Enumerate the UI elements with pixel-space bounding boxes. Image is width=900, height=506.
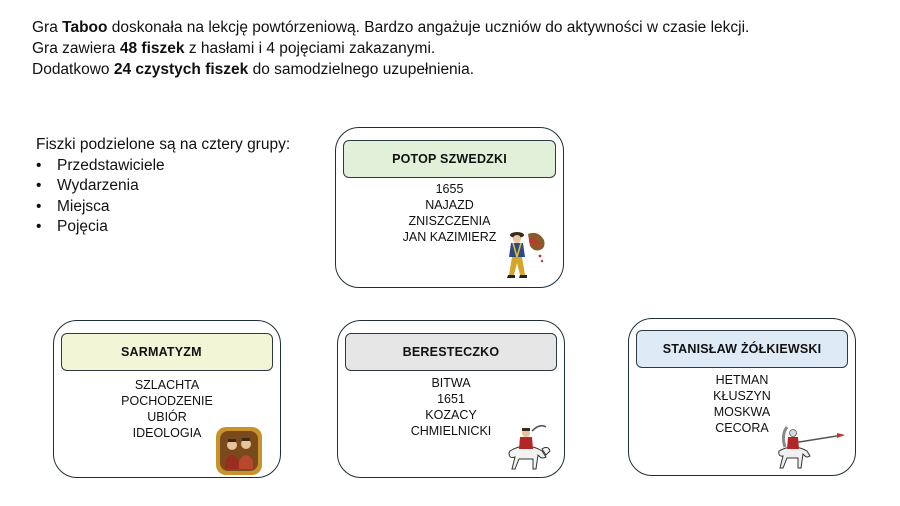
intro-text: Gra Taboo doskonała na lekcję powtórzeni… [32,17,749,80]
intro-line-1-text: Gra [32,19,63,36]
intro-line-3-bold: 24 czystych fiszek [113,61,249,78]
flashcard-word: BITWA [431,376,471,390]
flashcard-word: 1655 [435,182,464,196]
flashcard-word: SZLACHTA [134,378,200,392]
flashcard-stanislaw-zolkiewski: STANISŁAW ŻÓŁKIEWSKI HETMAN KŁUSZYN MOSK… [628,318,856,476]
flashcard-title: STANISŁAW ŻÓŁKIEWSKI [636,330,848,368]
intro-line-1-bold: Taboo [62,19,108,36]
group-item: Miejsca [36,197,290,218]
flashcard-word: KŁUSZYN [713,389,771,403]
winged-hussar-icon [778,426,845,469]
cossack-rider-icon [508,424,551,470]
intro-line-2-text: Gra zawiera [32,40,120,57]
group-item: Wydarzenia [36,176,290,197]
groups-heading: Fiszki podzielone są na cztery grupy: [36,136,291,153]
flashcard-title: BERESTECZKO [345,333,557,371]
flashcard-words: SZLACHTA POCHODZENIE UBIÓR IDEOLOGIA [54,377,280,441]
flashcard-potop-szwedzki: POTOP SZWEDZKI 1655 NAJAZD ZNISZCZENIA J… [335,127,564,288]
flashcard-word: CHMIELNICKI [410,424,492,438]
flashcard-word: 1651 [437,392,465,406]
intro-line-3-rest: do samodzielnego uzupełnienia. [248,61,475,78]
flashcard-sarmatyzm: SARMATYZM SZLACHTA POCHODZENIE UBIÓR IDE… [53,320,281,478]
flashcard-word: POCHODZENIE [121,394,213,408]
intro-line-1-rest: doskonała na lekcję powtórzeniową. Bardz… [107,19,750,36]
flashcard-word: JAN KAZIMIERZ [402,230,497,244]
flashcard-word: ZNISZCZENIA [408,214,491,228]
flashcard-word: KOZACY [425,408,477,422]
flashcard-word: UBIÓR [147,410,187,424]
flashcard-word: CECORA [715,421,769,435]
flashcard-title: POTOP SZWEDZKI [343,140,556,178]
noble-portrait-icon [216,427,262,475]
intro-line-1: Gra Taboo doskonała na lekcję powtórzeni… [32,17,749,38]
group-item: Przedstawiciele [36,156,290,177]
intro-line-3: Dodatkowo 24 czystych fiszek do samodzie… [32,59,749,80]
intro-line-2-rest: z hasłami i 4 pojęciami zakazanymi. [184,40,436,57]
flashcard-beresteczko: BERESTECZKO BITWA 1651 KOZACY CHMIELNICK… [337,320,565,478]
flashcard-words: BITWA 1651 KOZACY CHMIELNICKI [338,375,564,439]
flashcard-word: IDEOLOGIA [132,426,202,440]
intro-line-3-text: Dodatkowo [32,61,114,78]
flashcard-word: MOSKWA [713,405,771,419]
intro-line-2-bold: 48 fiszek [119,40,185,57]
flashcard-words: 1655 NAJAZD ZNISZCZENIA JAN KAZIMIERZ [336,181,563,245]
group-item: Pojęcia [36,217,290,238]
flashcard-words: HETMAN KŁUSZYN MOSKWA CECORA [629,372,855,436]
groups-list: Fiszki podzielone są na cztery grupy: Pr… [36,135,290,238]
flashcard-word: HETMAN [715,373,769,387]
swedish-soldier-icon [507,232,545,278]
flashcard-word: NAJAZD [425,198,474,212]
flashcard-title: SARMATYZM [61,333,273,371]
intro-line-2: Gra zawiera 48 fiszek z hasłami i 4 poję… [32,38,749,59]
groups-bullets: Przedstawiciele Wydarzenia Miejsca Pojęc… [36,156,290,238]
